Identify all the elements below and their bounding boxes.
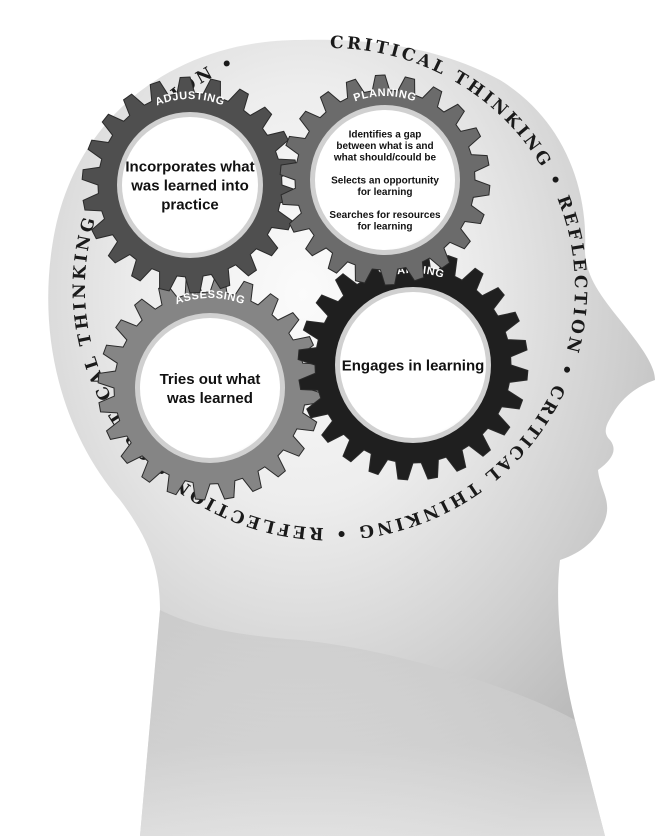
learning-gear-face	[340, 292, 486, 438]
learning-gear: LEARNINGEngages in learning	[297, 249, 529, 481]
planning-gear-face	[315, 110, 455, 250]
neck-shade	[140, 610, 605, 836]
assessing-gear-face	[140, 318, 280, 458]
adjusting-gear-face	[122, 117, 258, 253]
learning-gear-text: Engages in learning	[342, 357, 485, 374]
